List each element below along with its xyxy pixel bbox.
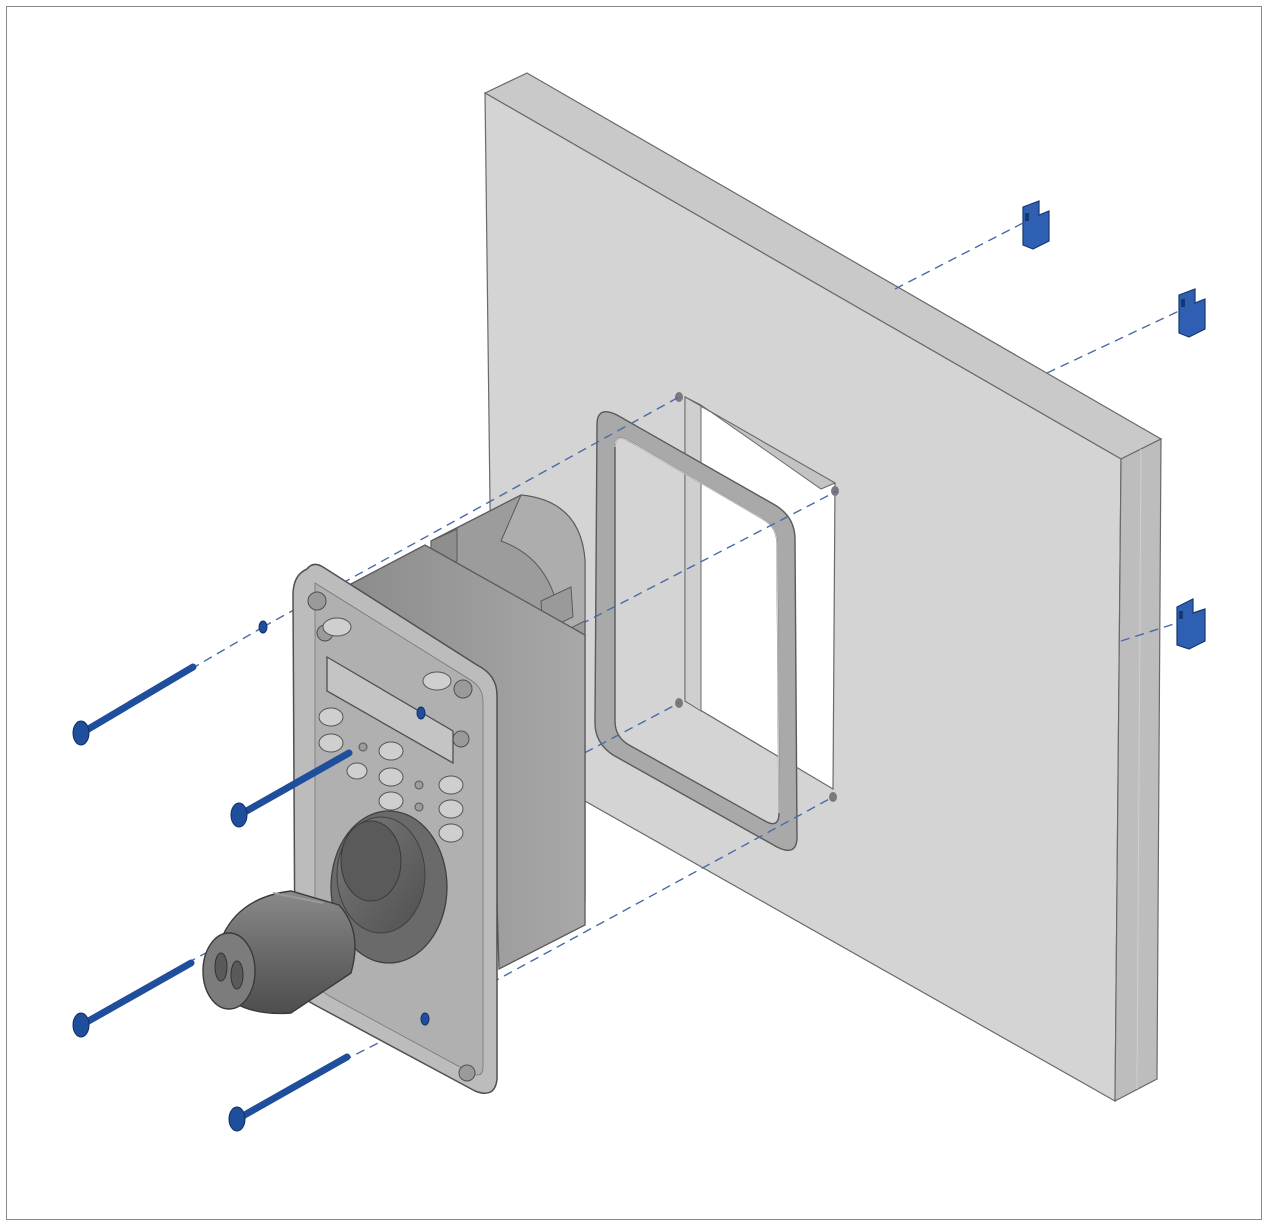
joystick-controller: [202, 494, 586, 1094]
keypad-button: [378, 767, 404, 787]
keypad-button: [318, 707, 344, 727]
keypad-button: [346, 762, 368, 780]
keypad-button: [438, 775, 464, 795]
keypad-button: [318, 733, 344, 753]
washer: [420, 1012, 430, 1026]
diagram-frame: [6, 6, 1262, 1220]
keypad-button: [322, 617, 352, 637]
indicator-led: [414, 780, 424, 790]
display-window: [326, 655, 454, 765]
bezel-screw-bosses: [307, 591, 476, 1082]
keypad-buttons: [318, 617, 464, 843]
mounting-screws: [72, 663, 353, 1132]
joystick-knob: [202, 890, 356, 1015]
indicator-led: [358, 742, 368, 752]
keypad-button: [438, 823, 464, 843]
panel-side-edge: [1114, 438, 1162, 1102]
keypad-button: [438, 799, 464, 819]
retaining-clip: [1176, 598, 1206, 650]
washer: [416, 706, 426, 720]
joystick-boot: [330, 810, 448, 964]
keypad-button: [422, 671, 452, 691]
mounting-screw: [230, 749, 353, 828]
mounting-screw: [72, 959, 195, 1038]
keypad-button: [378, 791, 404, 811]
retaining-clip: [1022, 200, 1050, 250]
retaining-clips: [1022, 200, 1206, 650]
indicator-led: [414, 802, 424, 812]
washer: [258, 620, 268, 634]
joystick-knob-end: [202, 932, 256, 1010]
retaining-clip: [1178, 288, 1206, 338]
exploded-assembly-diagram: [72, 72, 1206, 1132]
mounting-screw: [72, 663, 197, 746]
keypad-button: [378, 741, 404, 761]
washers: [258, 620, 430, 1026]
gasket: [594, 411, 798, 851]
panel-screw-holes: [675, 392, 839, 802]
mounting-screw: [228, 1053, 351, 1132]
